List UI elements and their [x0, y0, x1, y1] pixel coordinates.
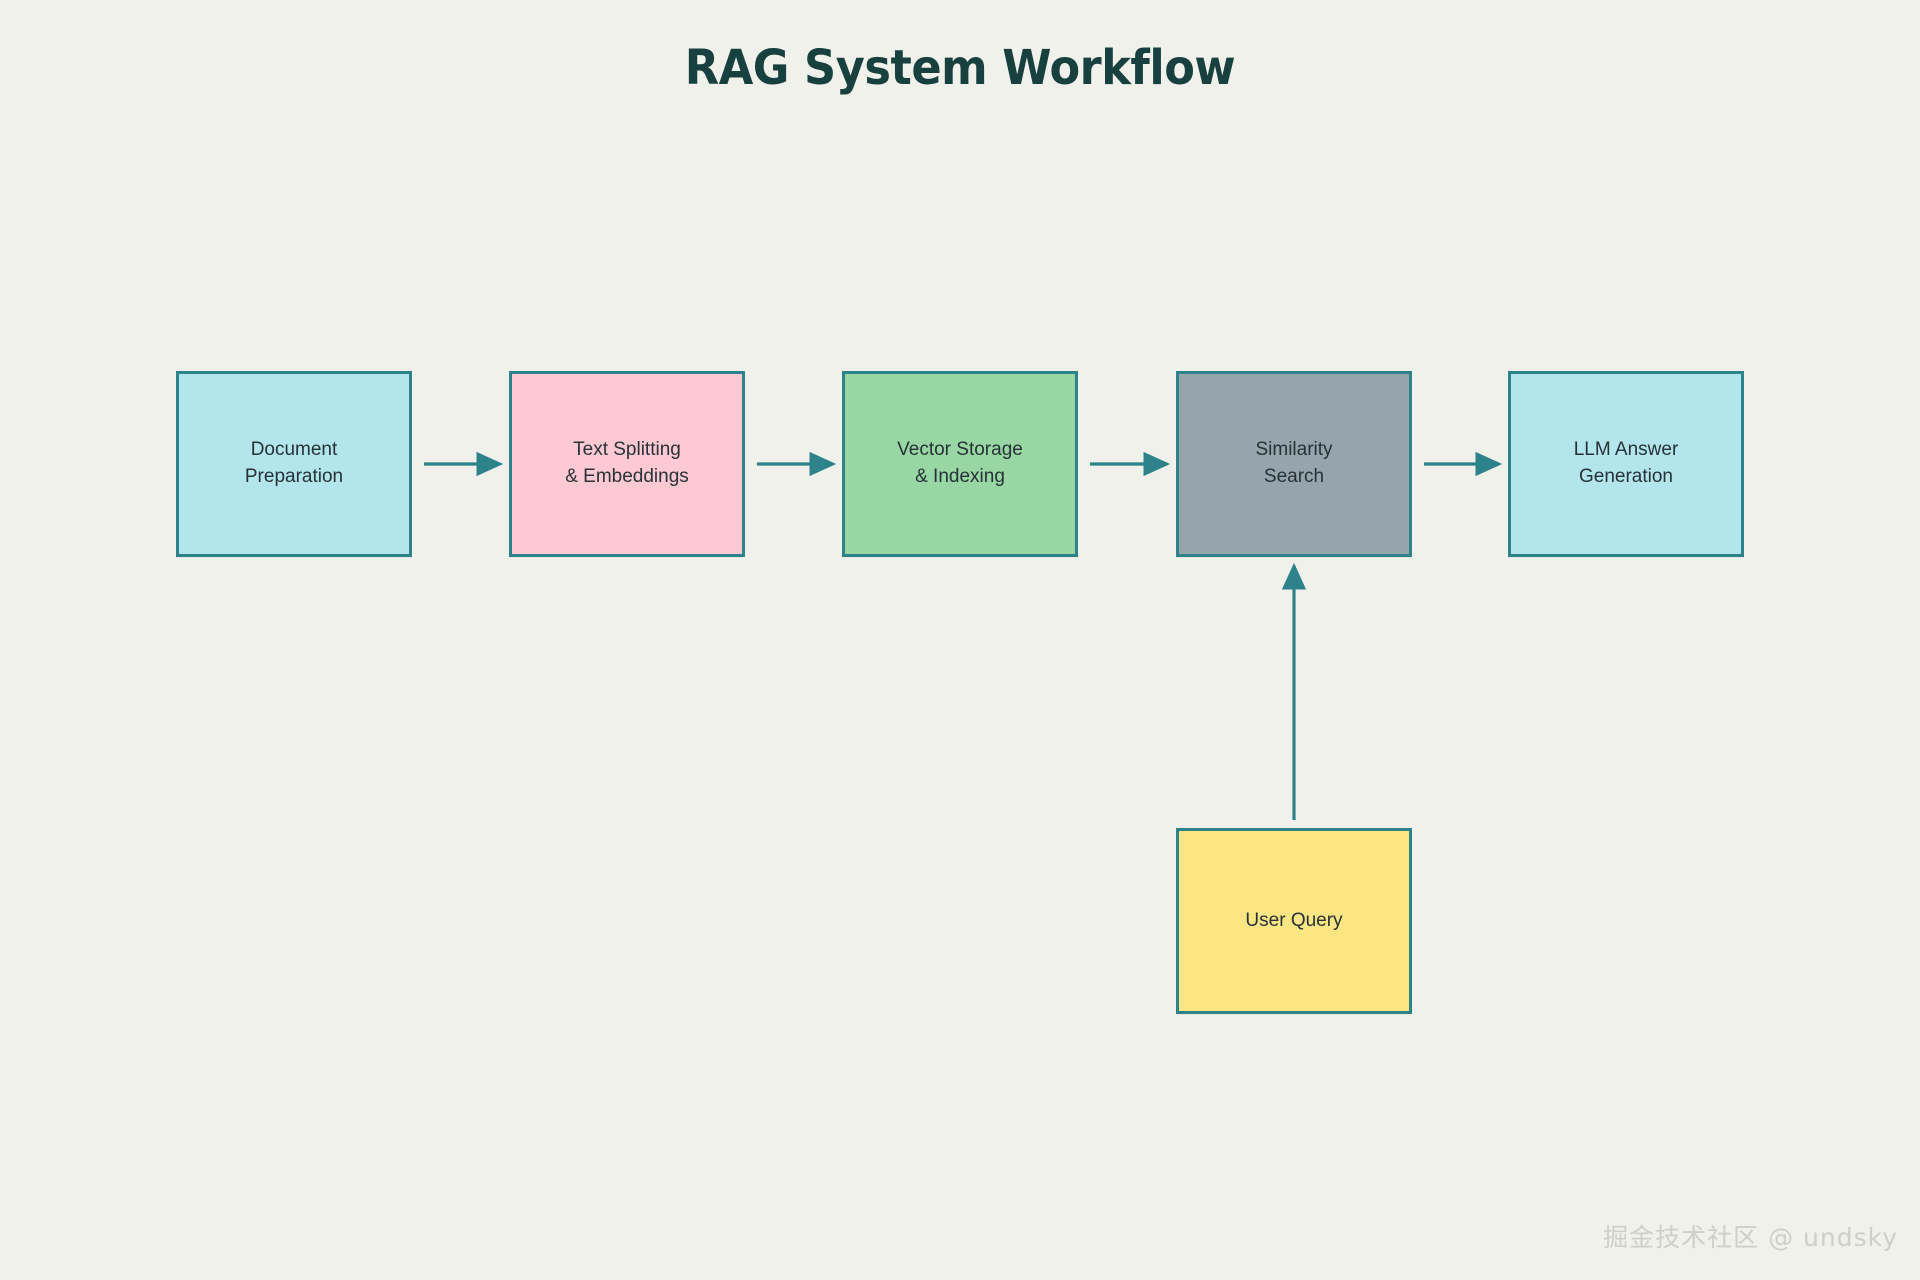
watermark: 掘金技术社区 @ undsky: [1603, 1223, 1898, 1252]
node-label: User Query: [1245, 909, 1343, 931]
node-label: Vector Storage & Indexing: [897, 439, 1023, 487]
node-user-query[interactable]: User Query: [1176, 828, 1412, 1014]
node-label: Text Splitting & Embeddings: [565, 439, 689, 487]
page-title: RAG System Workflow: [684, 40, 1236, 96]
node-similarity-search[interactable]: Similarity Search: [1176, 371, 1412, 557]
node-label: Similarity Search: [1255, 439, 1333, 487]
node-vector-storage-indexing[interactable]: Vector Storage & Indexing: [842, 371, 1078, 557]
node-label: Document Preparation: [244, 439, 344, 487]
node-document-preparation[interactable]: Document Preparation: [176, 371, 412, 557]
node-label: LLM Answer Generation: [1573, 439, 1679, 487]
node-text-splitting-embeddings[interactable]: Text Splitting & Embeddings: [509, 371, 745, 557]
node-llm-answer-generation[interactable]: LLM Answer Generation: [1508, 371, 1744, 557]
